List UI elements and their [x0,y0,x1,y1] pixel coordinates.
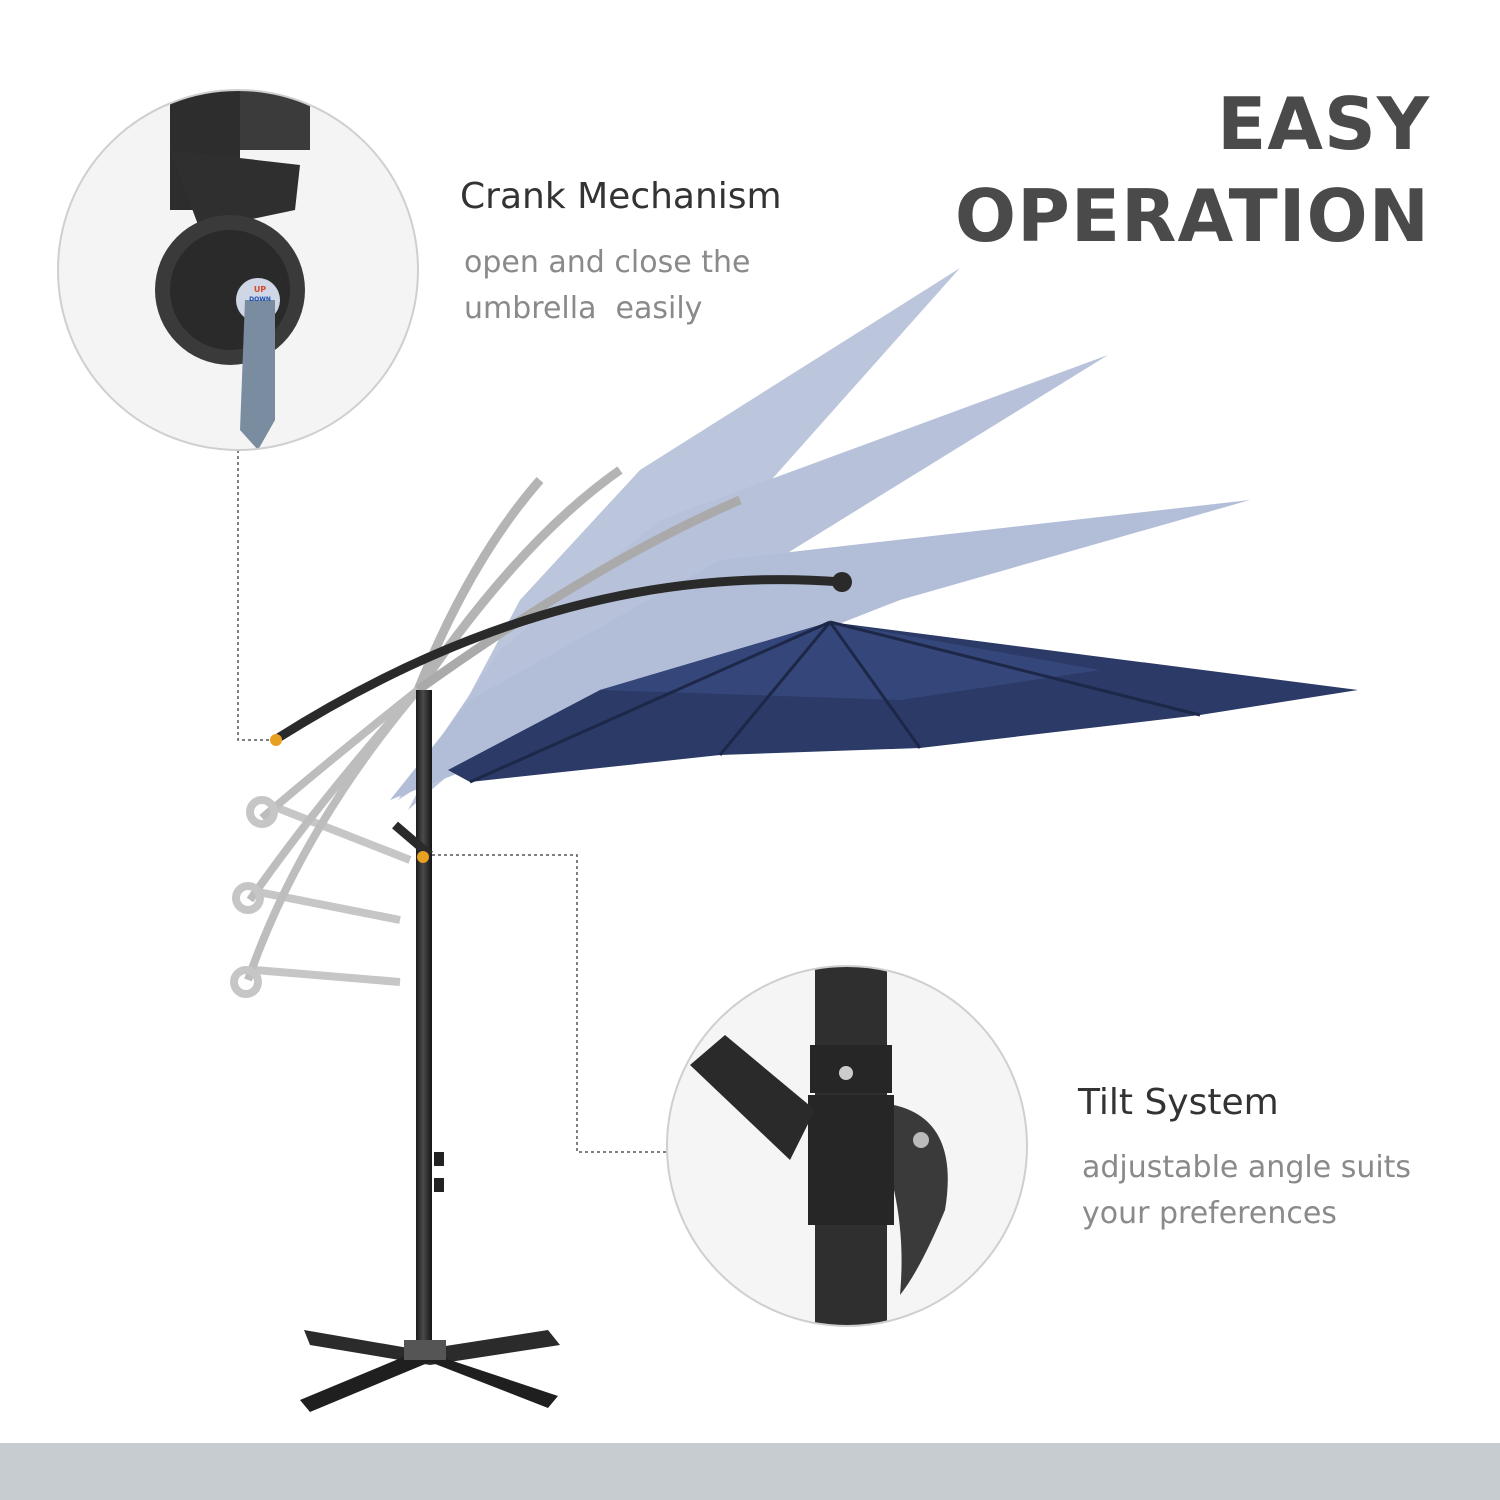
tilt-callout-line [432,854,667,1153]
tilt-strut [392,821,433,859]
tilt-title: Tilt System [1078,1082,1279,1123]
ghost-pole-3 [244,687,422,982]
cross-base-back [304,1330,560,1365]
crank-desc-line-2: umbrella easily [464,291,703,326]
canopy-highlight [600,622,1100,700]
rib-1 [469,620,831,784]
crank-detail-border [57,89,419,451]
tilt-detail-bolt [839,1066,853,1080]
tilt-desc-line-2: your preferences [1082,1196,1337,1231]
rib-4 [829,620,1201,717]
tilt-desc-line-1: adjustable angle suits [1082,1150,1412,1185]
main-canopy [275,572,1358,784]
ghost-crank-1 [246,796,278,828]
tilt-joint-marker [417,851,429,863]
tilt-detail-sleeve [808,1095,894,1225]
headline: EASY OPERATION [955,78,1430,262]
tilt-detail-screw [913,1132,929,1148]
ghost-canopy-3 [390,500,1250,800]
base-plate [404,1340,446,1360]
handle-label: UP DOWN [247,285,273,305]
crank-callout-line [237,450,272,741]
crank-joint-marker [270,734,282,746]
crank-detail-pole-b [240,90,310,150]
rib-3 [828,621,922,749]
bottom-bar [0,1443,1500,1500]
handle-label-up: UP [253,285,267,294]
ghost-canopies [230,268,1250,998]
canopy-ribs [469,620,1201,784]
headline-line-2: OPERATION [954,174,1430,258]
main-arm [275,575,843,742]
ghost-crank-2 [232,882,264,914]
crank-title: Crank Mechanism [460,176,782,217]
umbrella-stand [270,690,560,1412]
tilt-detail-callout [666,965,1028,1327]
tilt-detail-border [666,965,1028,1327]
tilt-detail-arm [690,1035,815,1160]
tilt-description: adjustable angle suits your preferences [1082,1145,1462,1237]
ghost-strut-1 [268,801,412,864]
pole-clamp-2 [434,1178,444,1192]
callout-connectors [237,450,667,1153]
canopy-fabric [448,622,1358,782]
crank-detail-housing [170,150,300,230]
crank-detail-callout [57,89,419,451]
ghost-strut-3 [254,966,401,986]
handle-label-down: DOWN [249,296,271,303]
crank-detail-handle [240,300,275,450]
crank-description: open and close the umbrella easily [464,240,804,332]
rib-2 [718,621,832,756]
ghost-crank-3 [230,966,262,998]
ghost-base-arms [230,686,422,998]
cross-base-front [300,1350,558,1412]
tilt-detail-lever [894,1105,948,1295]
crank-desc-line-1: open and close the [464,245,751,280]
headline-line-1: EASY [1217,82,1430,166]
ghost-arm-3 [415,495,742,694]
pole-clamp-1 [434,1152,444,1166]
ghost-pole-1 [259,686,421,822]
main-pole [416,690,432,1350]
